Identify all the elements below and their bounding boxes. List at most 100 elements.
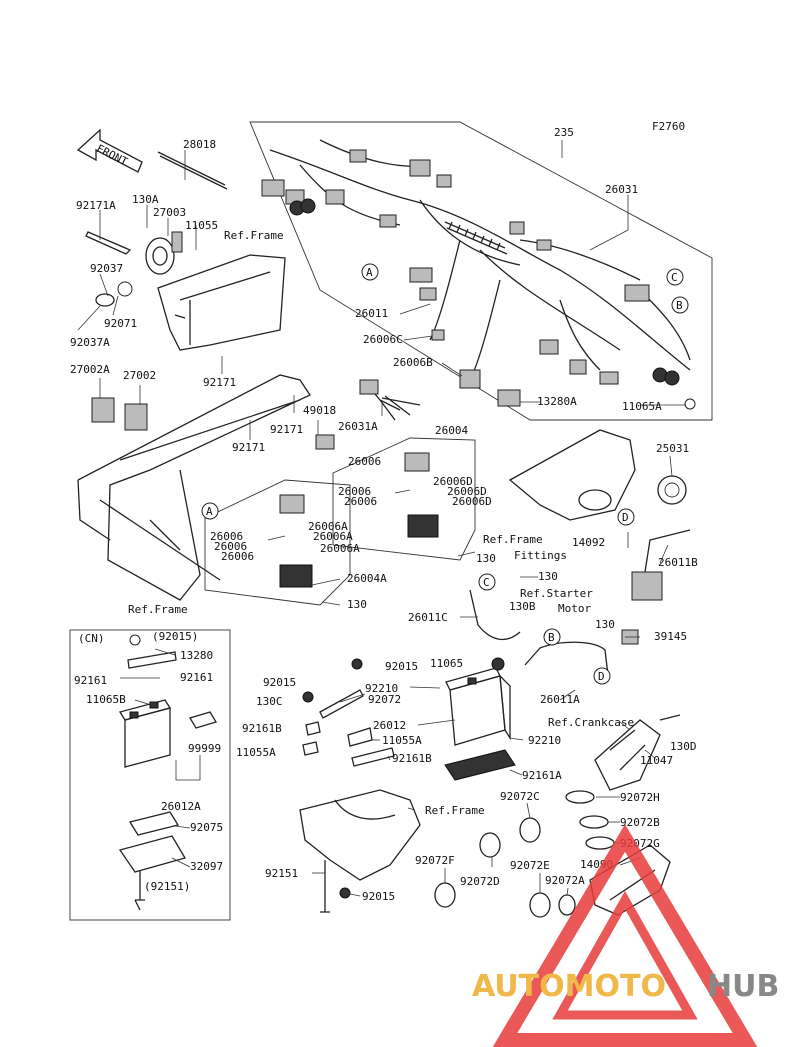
part-label: 11055A: [382, 734, 422, 747]
part-26004-fuse-block: [407, 514, 439, 538]
part-label: Ref.Frame: [425, 804, 485, 817]
part-label: 92161A: [522, 769, 562, 782]
part-11047-starter: [594, 719, 661, 791]
cn-section-label: (CN): [78, 632, 105, 645]
callout-label: A: [206, 505, 213, 518]
part-label: 26006: [344, 495, 377, 508]
watermark-logo: AUTOMOTO HUB: [472, 824, 779, 1047]
part-label: 26011: [355, 307, 388, 320]
part-label: Fittings: [514, 549, 567, 562]
part-label: 26006: [338, 485, 371, 498]
part-label: 26006A: [313, 530, 353, 543]
part-label: 28018: [183, 138, 216, 151]
part-label: 92210: [528, 734, 561, 747]
part-label: 130D: [670, 740, 697, 753]
part-label: 14092: [572, 536, 605, 549]
part-label: 99999: [188, 742, 221, 755]
part-label: 26012: [373, 719, 406, 732]
ref-frame-battery-tray: [299, 789, 421, 881]
part-label: 26011C: [408, 611, 448, 624]
harness-conduit: [444, 221, 508, 255]
callout-label: B: [548, 631, 555, 644]
part-26011c-cable: [469, 589, 521, 641]
part-label: 13280: [180, 649, 213, 662]
ref-frame-lower: [77, 374, 311, 601]
part-label: 26006D: [452, 495, 492, 508]
part-label: 26006B: [393, 356, 433, 369]
watermark-triangle: [492, 824, 758, 1047]
part-49018: [315, 434, 335, 450]
callout-label: C: [483, 576, 490, 589]
part-27002-relay: [124, 403, 148, 431]
watermark-text-automoto: AUTOMOTO: [472, 969, 666, 1004]
part-label: 92037: [90, 262, 123, 275]
part-label: 92072C: [500, 790, 540, 803]
part-label: 92161B: [242, 722, 282, 735]
part-label: 11065: [430, 657, 463, 670]
part-26004a-fuse-cover: [279, 494, 305, 514]
part-92072-strap: [319, 689, 364, 719]
part-label: 26006: [221, 550, 254, 563]
part-label: 26031A: [338, 420, 378, 433]
part-27002a-relay: [91, 397, 115, 423]
text-labels: F2760 FRONT (CN) A C B A C B D D 235 260…: [70, 120, 698, 903]
part-28018-cable: [157, 151, 228, 190]
watermark-text-hub: HUB: [707, 969, 779, 1004]
front-arrow: [76, 128, 143, 173]
cn-section-box: [69, 629, 231, 921]
part-label: 92015: [385, 660, 418, 673]
part-label: Ref.Starter: [520, 587, 593, 600]
part-26004a-fuse-block: [279, 564, 313, 588]
part-label: 32097: [190, 860, 223, 873]
part-label: 130: [595, 618, 615, 631]
part-label: 25031: [656, 442, 689, 455]
part-label: 26006A: [308, 520, 348, 533]
part-label: Motor: [558, 602, 591, 615]
part-label: 26006: [214, 540, 247, 553]
fusebox-26004-outline: [332, 437, 476, 561]
cn-pad-92075: [128, 811, 180, 836]
part-label: 130A: [132, 193, 159, 206]
callout-label: A: [366, 266, 373, 279]
part-92151-rod: [320, 860, 330, 913]
callout-label: D: [622, 511, 629, 524]
part-label: 92210: [365, 682, 398, 695]
part-label: 92072E: [510, 859, 550, 872]
part-label: 92072H: [620, 791, 660, 804]
fusebox-26004a-outline: [204, 479, 351, 606]
part-label: 11055A: [236, 746, 276, 759]
part-label: 92015: [362, 890, 395, 903]
part-label: 130C: [256, 695, 283, 708]
part-label: 27002A: [70, 363, 110, 376]
part-label: 11047: [640, 754, 673, 767]
part-label: 130: [476, 552, 496, 565]
part-label: Ref.Frame: [128, 603, 188, 616]
part-label: 26011A: [540, 693, 580, 706]
part-label: 92151: [265, 867, 298, 880]
main-wire-harness: [269, 139, 691, 381]
callout-label: B: [676, 299, 683, 312]
part-label: 26006A: [320, 542, 360, 555]
part-11055a-bracket: [347, 727, 373, 747]
part-label: 92161: [74, 674, 107, 687]
part-label: 92171A: [76, 199, 116, 212]
part-label: 92037A: [70, 336, 110, 349]
part-label: 92072B: [620, 816, 660, 829]
part-label: Ref.Crankcase: [548, 716, 634, 729]
part-label: 26011B: [658, 556, 698, 569]
part-label: 26006: [348, 455, 381, 468]
part-27003-horn: [145, 231, 183, 275]
part-92071-grommet: [117, 281, 133, 297]
part-label: 130: [538, 570, 558, 583]
part-92161b-pad: [351, 747, 395, 767]
part-label: 92072A: [545, 874, 585, 887]
part-label: 92072F: [415, 854, 455, 867]
part-label: 11055: [185, 219, 218, 232]
part-label: 92161B: [392, 752, 432, 765]
ref-frame-fittings-cover: [508, 429, 636, 521]
battery-26012: [445, 657, 511, 746]
part-label: 26004A: [347, 572, 387, 585]
part-label: 27003: [153, 206, 186, 219]
part-92037-clip: [95, 293, 115, 307]
